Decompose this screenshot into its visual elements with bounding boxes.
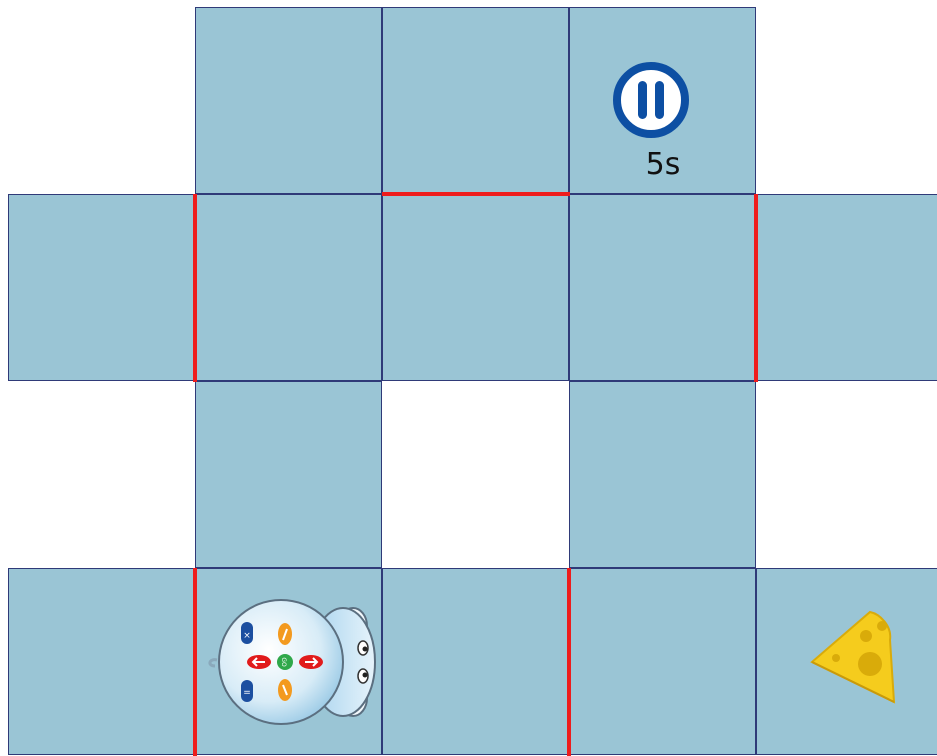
mouse-robot-icon[interactable]: × = GO [203, 596, 381, 728]
wall-vertical [567, 568, 571, 756]
tile-r2-c1 [195, 381, 382, 568]
tile-r1-c4 [756, 194, 937, 381]
wall-vertical [193, 568, 197, 756]
tile-r1-c0 [8, 194, 195, 381]
tile-r3-c3 [569, 568, 756, 755]
tile-r1-c2 [382, 194, 569, 381]
tile-r3-c0 [8, 568, 195, 755]
svg-text:=: = [243, 688, 251, 698]
pause-icon[interactable] [612, 61, 690, 139]
cheese-icon [806, 604, 898, 704]
tile-r1-c3 [569, 194, 756, 381]
pause-duration-label: 5s [628, 150, 698, 180]
wall-horizontal [382, 192, 570, 196]
tile-r2-c3 [569, 381, 756, 568]
tile-r1-c1 [195, 194, 382, 381]
wall-vertical [754, 194, 758, 382]
tile-r0-c2 [382, 7, 569, 194]
tile-r3-c2 [382, 568, 569, 755]
tile-r0-c1 [195, 7, 382, 194]
svg-text:×: × [243, 631, 251, 641]
svg-text:GO: GO [280, 657, 287, 667]
wall-vertical [193, 194, 197, 382]
